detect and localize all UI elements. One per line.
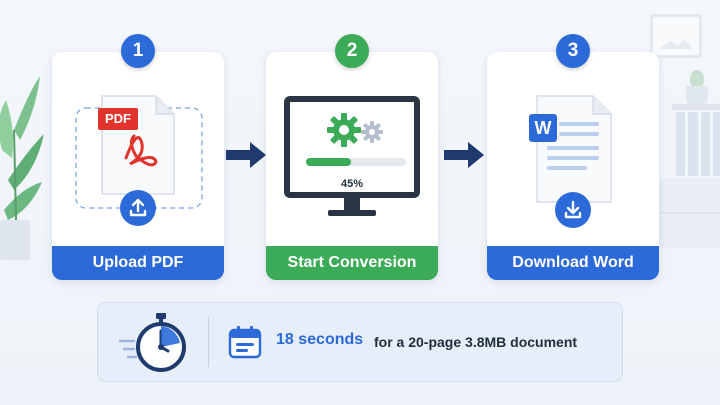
- progress-percent: 45%: [340, 178, 364, 190]
- calendar-icon: [228, 326, 262, 359]
- step-number-badge-2: 2: [335, 34, 369, 68]
- conversion-time-value: 18 seconds: [276, 331, 364, 348]
- start-conversion-label[interactable]: Start Conversion: [266, 246, 438, 280]
- upload-icon: [129, 198, 147, 217]
- pdf-file-badge: PDF: [98, 108, 138, 130]
- conversion-progress-fill: [306, 158, 351, 166]
- document-size-description: for a 20-page 3.8MB document: [374, 334, 578, 350]
- potted-plant-icon: [0, 76, 44, 260]
- conversion-time-banner: 18 seconds for a 20-page 3.8MB document: [97, 302, 623, 382]
- gear-icon: [327, 113, 383, 147]
- download-word-label[interactable]: Download Word: [487, 246, 659, 280]
- step-number-badge-3: 3: [556, 34, 590, 68]
- stopwatch-icon: [118, 313, 186, 372]
- upload-step-card: PDF Upload PDF: [52, 52, 224, 280]
- monitor-illustration: [284, 96, 420, 216]
- small-plant-pot: [686, 86, 708, 104]
- wall-picture-frame: [650, 14, 702, 58]
- conversion-step-card: 45% Start Conversion: [266, 52, 438, 280]
- download-step-card: W Download Word: [487, 52, 659, 280]
- word-file-badge: W: [529, 114, 557, 142]
- banner-divider: [208, 317, 209, 367]
- small-plant-leaves: [690, 70, 704, 88]
- upload-pdf-label[interactable]: Upload PDF: [52, 246, 224, 280]
- side-cabinet: [658, 178, 720, 248]
- wall-shelf: [672, 104, 720, 110]
- arrow-right-icon: [226, 142, 266, 168]
- arrow-right-icon: [444, 142, 484, 168]
- step-number-badge-1: 1: [121, 34, 155, 68]
- download-icon: [564, 200, 582, 219]
- shelf-binders: [676, 112, 720, 176]
- acrobat-logo-icon: [124, 134, 158, 167]
